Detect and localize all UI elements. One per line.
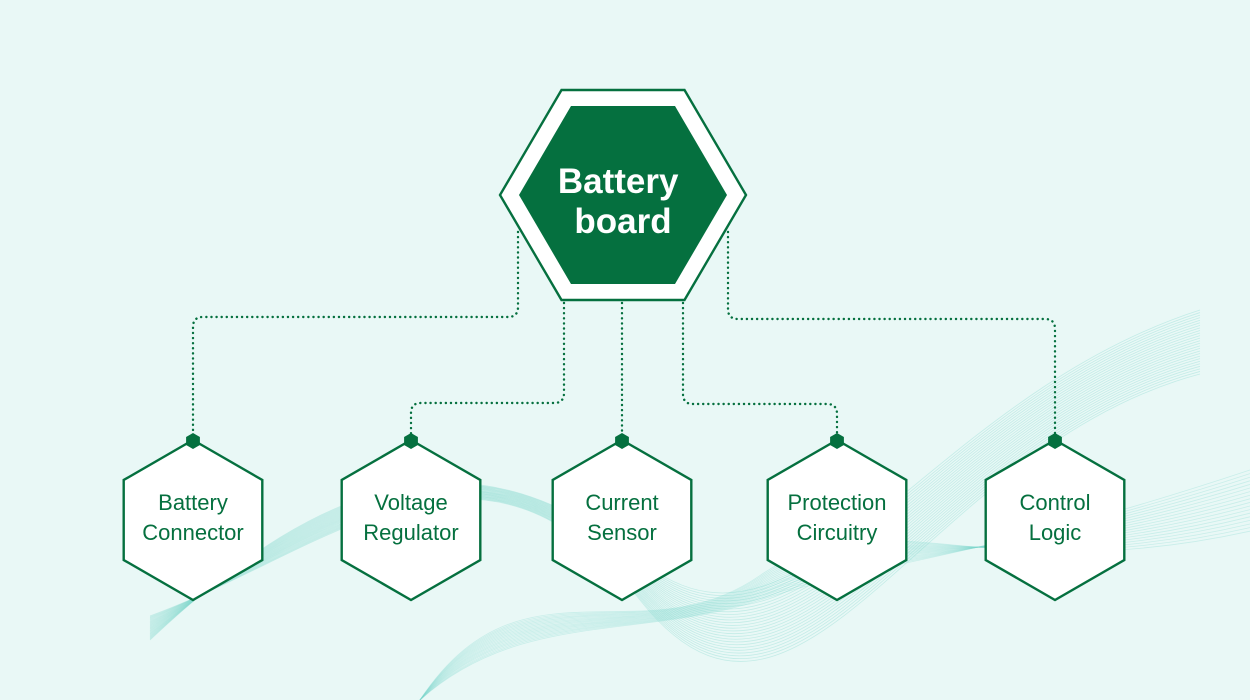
wave-line xyxy=(149,327,1201,634)
root-label-line-2: board xyxy=(574,202,671,241)
wave-line xyxy=(149,324,1201,635)
wave-line xyxy=(149,340,1201,629)
child-label-line-2: Circuitry xyxy=(797,520,878,545)
wave-line xyxy=(149,350,1201,637)
child-label-line-1: Voltage xyxy=(374,490,447,515)
wave-line xyxy=(149,358,1201,646)
wave-line xyxy=(149,355,1201,643)
connector-line-voltage-regulator xyxy=(409,301,566,442)
connector-node-marker xyxy=(830,433,844,449)
root-label-line-1: Battery xyxy=(558,162,679,201)
child-hexagon xyxy=(122,438,264,602)
child-label-line-2: Sensor xyxy=(587,520,657,545)
child-label-line-2: Regulator xyxy=(363,520,458,545)
child-label-line-1: Protection xyxy=(787,490,886,515)
root-label: Battery board xyxy=(558,162,688,241)
wave-line xyxy=(149,348,1201,635)
connector-line-battery-connector xyxy=(191,230,520,442)
wave-line xyxy=(149,353,1201,640)
wave-line xyxy=(149,345,1201,632)
wave-line xyxy=(149,337,1201,630)
child-label-line-1: Control xyxy=(1020,490,1091,515)
connector-node-marker xyxy=(615,433,629,449)
wave-line xyxy=(149,335,1201,631)
child-label-line-2: Logic xyxy=(1029,520,1082,545)
child-label-line-1: Battery xyxy=(158,490,228,515)
child-label-line-1: Current xyxy=(585,490,658,515)
root-node-battery-board: Battery board xyxy=(498,88,748,302)
connector-line-control-logic xyxy=(726,230,1057,442)
connector-lines xyxy=(191,230,1057,442)
wave-line xyxy=(149,330,1201,633)
child-hexagon xyxy=(551,438,693,602)
connector-node-marker xyxy=(1048,433,1062,449)
root-hexagon-fill xyxy=(519,106,727,284)
child-label-line-2: Connector xyxy=(142,520,244,545)
child-hexagon xyxy=(340,438,482,602)
connector-line-protection-circuitry xyxy=(681,301,839,442)
wave-line xyxy=(149,332,1201,632)
child-hexagon xyxy=(984,438,1126,602)
wave-line xyxy=(149,342,1201,629)
connector-node-marker xyxy=(186,433,200,449)
child-hexagon xyxy=(766,438,908,602)
connector-node-marker xyxy=(404,433,418,449)
